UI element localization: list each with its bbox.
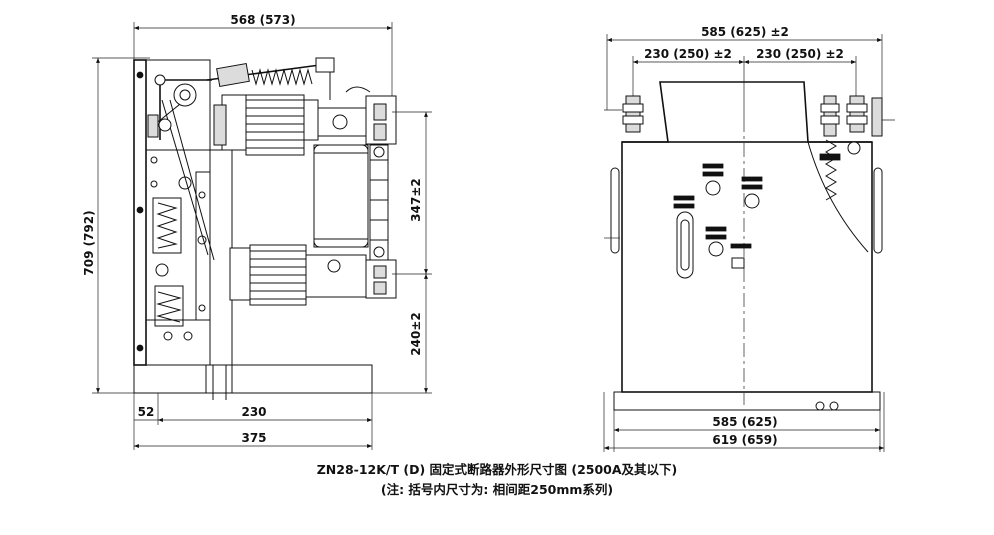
side-view: 568 (573) 709 (792) <box>82 13 432 450</box>
dim-overall-width: 568 (573) <box>133 13 393 105</box>
dim-base-total-label: 375 <box>241 431 266 445</box>
dim-front-base: 585 (625) 619 (659) <box>603 392 885 452</box>
dim-phase-spacing: 230 (250) ±2 230 (250) ±2 <box>632 47 857 118</box>
dim-pole-pitch-lower-label: 240±2 <box>409 312 423 355</box>
caption-title: ZN28-12K/T (D) 固定式断路器外形尺寸图 (2500A及其以下) <box>317 462 678 477</box>
caption-note: (注: 括号内尺寸为: 相间距250mm系列) <box>381 482 613 497</box>
dim-front-total-label: 619 (659) <box>712 433 777 447</box>
dim-phase-right-label: 230 (250) ±2 <box>756 47 844 61</box>
indicator-group <box>673 163 763 279</box>
dim-front-base-label: 585 (625) <box>712 415 777 429</box>
caption: ZN28-12K/T (D) 固定式断路器外形尺寸图 (2500A及其以下) (… <box>317 462 678 497</box>
dim-overall-width-label: 568 (573) <box>230 13 295 27</box>
terminal-center <box>819 95 841 201</box>
dim-phase-left-label: 230 (250) ±2 <box>644 47 732 61</box>
dim-overall-height: 709 (792) <box>82 57 150 394</box>
dim-overall-height-label: 709 (792) <box>82 210 96 275</box>
dim-base: 52 230 375 <box>133 393 373 450</box>
dim-pole-pitch-upper-label: 347±2 <box>409 178 423 221</box>
dim-pole-pitch: 347±2 240±2 <box>372 111 432 394</box>
dim-front-overall-label: 585 (625) ±2 <box>701 25 789 39</box>
mechanism-frame <box>133 57 373 400</box>
terminal-left <box>622 95 644 133</box>
upper-pole <box>213 86 397 156</box>
dim-base-offset-label: 52 <box>138 405 155 419</box>
front-view: 585 (625) ±2 230 (250) ±2 230 (250) ±2 <box>603 25 895 452</box>
dim-front-overall: 585 (625) ±2 <box>606 25 883 110</box>
front-panel <box>604 81 895 411</box>
lower-pole <box>229 244 397 306</box>
dim-base-inner-label: 230 <box>241 405 266 419</box>
terminal-right <box>846 95 883 155</box>
vacuum-interrupter <box>313 144 389 261</box>
